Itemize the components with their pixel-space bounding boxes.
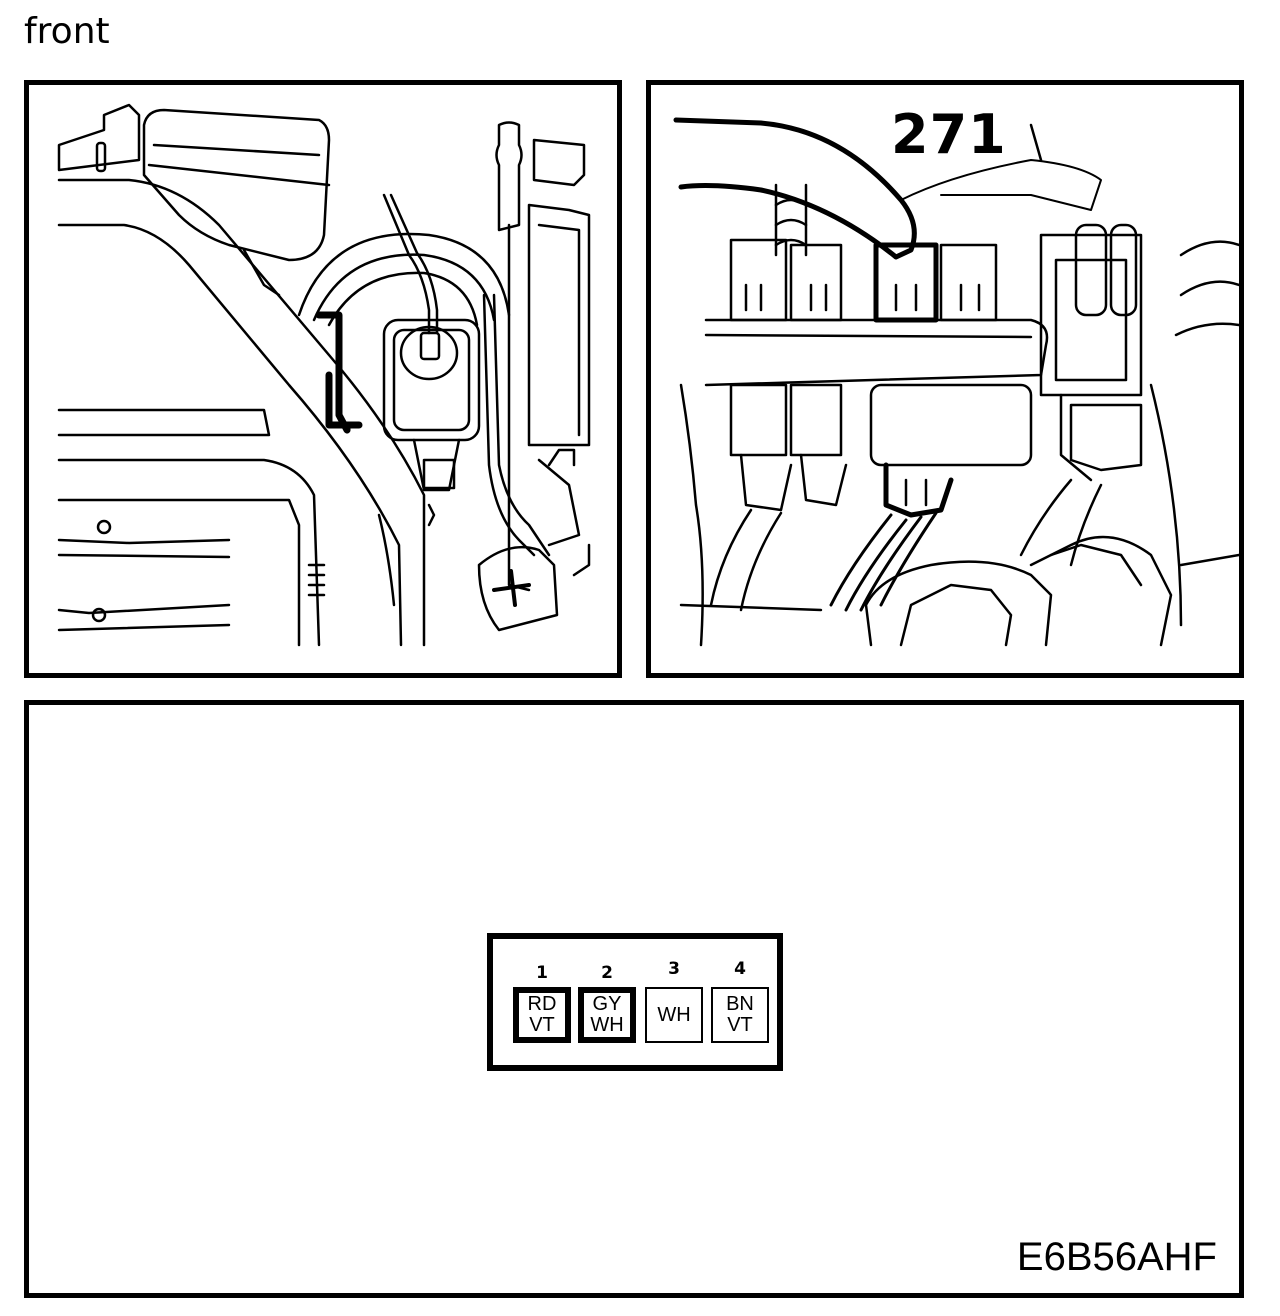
pin-color: WH <box>590 1014 624 1036</box>
connector-location-illustration <box>673 117 1239 647</box>
engine-bay-illustration <box>57 103 591 647</box>
orientation-label: front <box>24 11 110 52</box>
connector-pinout-panel: 1 RD VT 2 GY WH 3 WH 4 BN VT E <box>24 700 1244 1298</box>
battery-positive-icon <box>492 569 531 607</box>
pin-color: WH <box>657 1003 691 1026</box>
pin-color: RD <box>527 993 557 1015</box>
pin-color: VT <box>727 1014 753 1036</box>
engine-bay-overview <box>24 80 622 678</box>
pin-3: 3 WH <box>645 959 703 1043</box>
pin-1: 1 RD VT <box>513 963 571 1043</box>
pin-color: GY <box>592 993 622 1015</box>
connector-location-detail: 271 <box>646 80 1244 678</box>
connector-face: 1 RD VT 2 GY WH 3 WH 4 BN VT <box>487 933 783 1071</box>
pin-number: 1 <box>536 963 548 983</box>
pin-number: 3 <box>668 959 680 979</box>
pin-number: 4 <box>734 959 746 979</box>
reference-code: E6B56AHF <box>1016 1235 1217 1279</box>
pin-color: BN <box>726 993 754 1015</box>
pin-number: 2 <box>601 963 613 983</box>
pin-4: 4 BN VT <box>711 959 769 1043</box>
connector-callout: 271 <box>891 103 1007 166</box>
pin-2: 2 GY WH <box>578 963 636 1043</box>
pin-color: VT <box>529 1014 555 1036</box>
